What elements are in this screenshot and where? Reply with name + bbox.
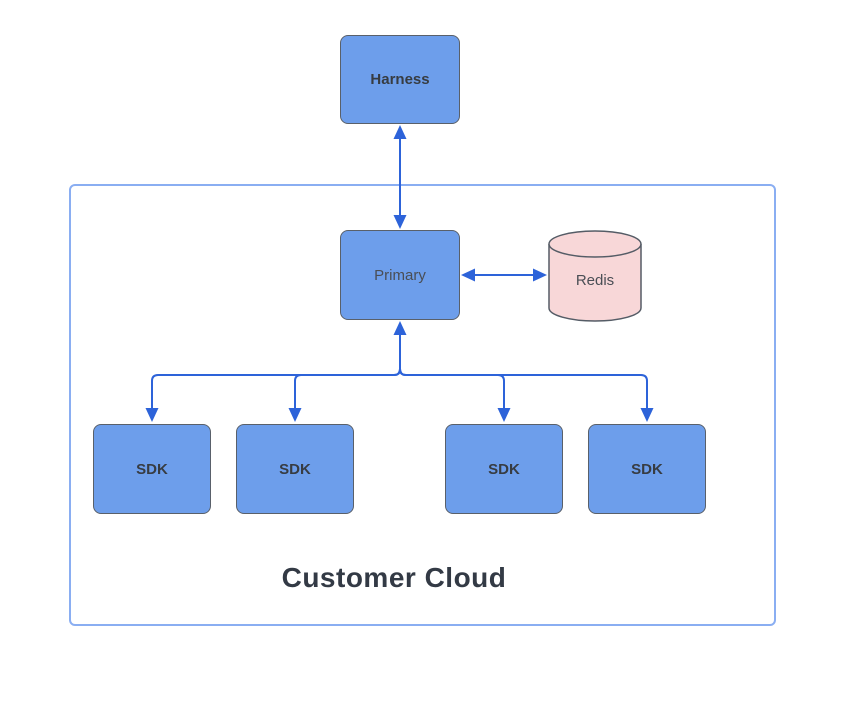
sdk-node-4: SDK [588, 424, 706, 514]
sdk-node-2: SDK [236, 424, 354, 514]
sdk-node-label: SDK [136, 460, 168, 478]
sdk-node-label: SDK [279, 460, 311, 478]
primary-node-label: Primary [374, 266, 426, 284]
harness-node-label: Harness [370, 71, 430, 88]
redis-node-label: Redis [575, 271, 615, 289]
customer-cloud-label: Customer Cloud [281, 562, 507, 593]
sdk-node-label: SDK [631, 460, 663, 478]
primary-node: Primary [340, 230, 460, 320]
sdk-node-label: SDK [488, 460, 520, 478]
sdk-node-1: SDK [93, 424, 211, 514]
harness-node: Harness [340, 35, 460, 124]
sdk-node-3: SDK [445, 424, 563, 514]
